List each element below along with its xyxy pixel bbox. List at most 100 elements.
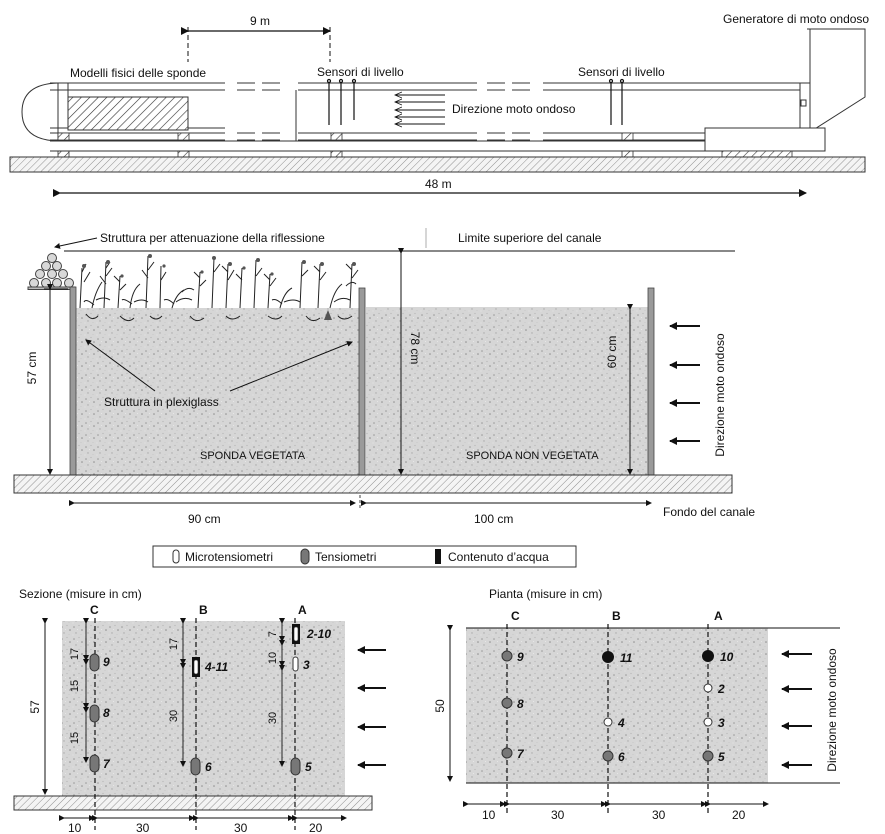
column-c-label: C xyxy=(511,609,520,623)
bank-model-block xyxy=(67,96,189,131)
dim-label: 10 xyxy=(68,821,82,834)
height-57cm-label: 57 cm xyxy=(25,352,39,385)
wave-direction-label: Direzione moto ondoso xyxy=(713,333,727,457)
sensor-label: 6 xyxy=(618,750,625,764)
legend-box xyxy=(152,545,577,568)
distance-9m-label: 9 m xyxy=(250,14,270,28)
level-sensors-label: Sensori di livello xyxy=(578,65,665,79)
level-sensors-group xyxy=(608,78,625,125)
sensor-label: 9 xyxy=(517,650,524,664)
column-a-label: A xyxy=(714,609,723,623)
tensiometer-5 xyxy=(290,757,301,776)
plexiglass-pointer xyxy=(229,341,353,392)
microtensiometer-icon xyxy=(172,549,180,564)
sensor-label: 8 xyxy=(517,697,524,711)
sensor-label: 2-10 xyxy=(306,627,331,641)
depth-label: 7 xyxy=(267,631,279,637)
sensor-label: 7 xyxy=(103,757,111,771)
depth-label: 15 xyxy=(69,680,81,692)
non-vegetated-bank-label: SPONDA NON VEGETATA xyxy=(466,450,599,462)
width-50-label: 50 xyxy=(433,699,447,713)
sensor-label: 3 xyxy=(718,716,725,730)
column-b-label: B xyxy=(612,609,621,623)
wave-generator-label: Generatore di moto ondoso xyxy=(723,12,869,26)
plexiglass-wall-right xyxy=(647,287,655,476)
microtensiometer-4 xyxy=(603,717,613,727)
sensor-label: 2 xyxy=(717,682,725,696)
dim-label: 20 xyxy=(732,808,746,822)
vegetation xyxy=(79,255,359,322)
wave-direction-label: Direzione moto ondoso xyxy=(825,648,839,772)
microtensiometer-2 xyxy=(703,683,713,693)
column-b-label: B xyxy=(199,603,208,617)
tensiometer-8 xyxy=(501,697,513,709)
microtensiometer-3 xyxy=(292,656,299,672)
dim-label: 30 xyxy=(234,821,248,834)
level-sensors-label: Sensori di livello xyxy=(317,65,404,79)
section-floor xyxy=(13,795,373,811)
leaf-clusters xyxy=(82,254,356,320)
tensiometer-8 xyxy=(89,704,100,723)
microtensiometer-3 xyxy=(703,717,713,727)
height-78cm-label: 78 cm xyxy=(408,332,422,365)
depth-label: 15 xyxy=(69,732,81,744)
microtensiometer-2 xyxy=(293,626,299,642)
depth-label: 17 xyxy=(69,648,81,660)
reflection-structure-arrow xyxy=(54,237,98,249)
tensiometer-icon xyxy=(300,548,310,565)
depth-label: 30 xyxy=(267,712,279,724)
legend-water-label: Contenuto d’acqua xyxy=(448,550,549,564)
water-content-probe-10 xyxy=(702,650,714,662)
wave-direction-arrows xyxy=(395,95,445,124)
dim-label: 30 xyxy=(551,808,565,822)
bank-models-label: Modelli fisici delle sponde xyxy=(70,66,206,80)
wave-direction-label: Direzione moto ondoso xyxy=(452,102,576,116)
plan-panel: Pianta (misure in cm) C B A 50 9 8 7 11 … xyxy=(433,587,840,822)
legend-micro-label: Microtensiometri xyxy=(185,550,273,564)
sensor-label: 6 xyxy=(205,760,212,774)
column-a-label: A xyxy=(298,603,307,617)
water-content-probe-icon xyxy=(435,549,441,564)
plan-panel-title: Pianta (misure in cm) xyxy=(489,587,602,601)
sensor-label: 5 xyxy=(718,750,725,764)
vegetated-bank-soil xyxy=(76,308,360,475)
bank-section-diagram: Struttura per attenuazione della rifless… xyxy=(13,228,755,526)
tensiometer-6 xyxy=(190,757,201,776)
sensor-label: 9 xyxy=(103,655,110,669)
legend: Microtensiometri Tensiometri Contenuto d… xyxy=(152,545,577,568)
level-sensors-group xyxy=(326,78,357,125)
dim-label: 20 xyxy=(309,821,323,834)
tensiometer-7 xyxy=(501,747,513,759)
wave-generator xyxy=(704,28,866,152)
ground-slab xyxy=(9,156,866,173)
vegetated-bank-label: SPONDA VEGETATA xyxy=(200,450,306,462)
channel-bottom-label: Fondo del canale xyxy=(663,505,755,519)
wave-direction-arrows xyxy=(781,650,812,769)
non-vegetated-bank-soil xyxy=(366,307,648,475)
sensor-label: 7 xyxy=(517,747,525,761)
sensor-label: 4-11 xyxy=(204,660,228,674)
column-c-label: C xyxy=(90,603,99,617)
depth-label: 17 xyxy=(168,638,180,650)
tensiometer-9 xyxy=(89,653,100,672)
width-90cm-label: 90 cm xyxy=(188,512,221,526)
channel-floor xyxy=(13,474,733,494)
water-content-probe-11 xyxy=(602,651,614,663)
section-panel: Sezione (misure in cm) C B A 57 17 15 15… xyxy=(13,587,386,834)
tensiometer-7 xyxy=(89,754,100,773)
tensiometer-5 xyxy=(702,750,714,762)
plexiglass-label: Struttura in plexiglass xyxy=(104,395,219,409)
tensiometer-9 xyxy=(501,650,513,662)
plexiglass-pointer xyxy=(85,339,156,392)
dim-label: 10 xyxy=(482,808,496,822)
microtensiometer-4 xyxy=(193,659,199,675)
wave-direction-arrows xyxy=(669,322,700,445)
dim-label: 30 xyxy=(136,821,150,834)
sensor-label: 3 xyxy=(303,658,310,672)
flume-diagram: 9 m Generatore di moto ondoso Modelli fi… xyxy=(9,12,869,197)
flume-supports xyxy=(50,132,793,158)
depth-label: 30 xyxy=(168,710,180,722)
sensor-label: 10 xyxy=(720,650,734,664)
reflection-attenuator xyxy=(27,253,76,290)
